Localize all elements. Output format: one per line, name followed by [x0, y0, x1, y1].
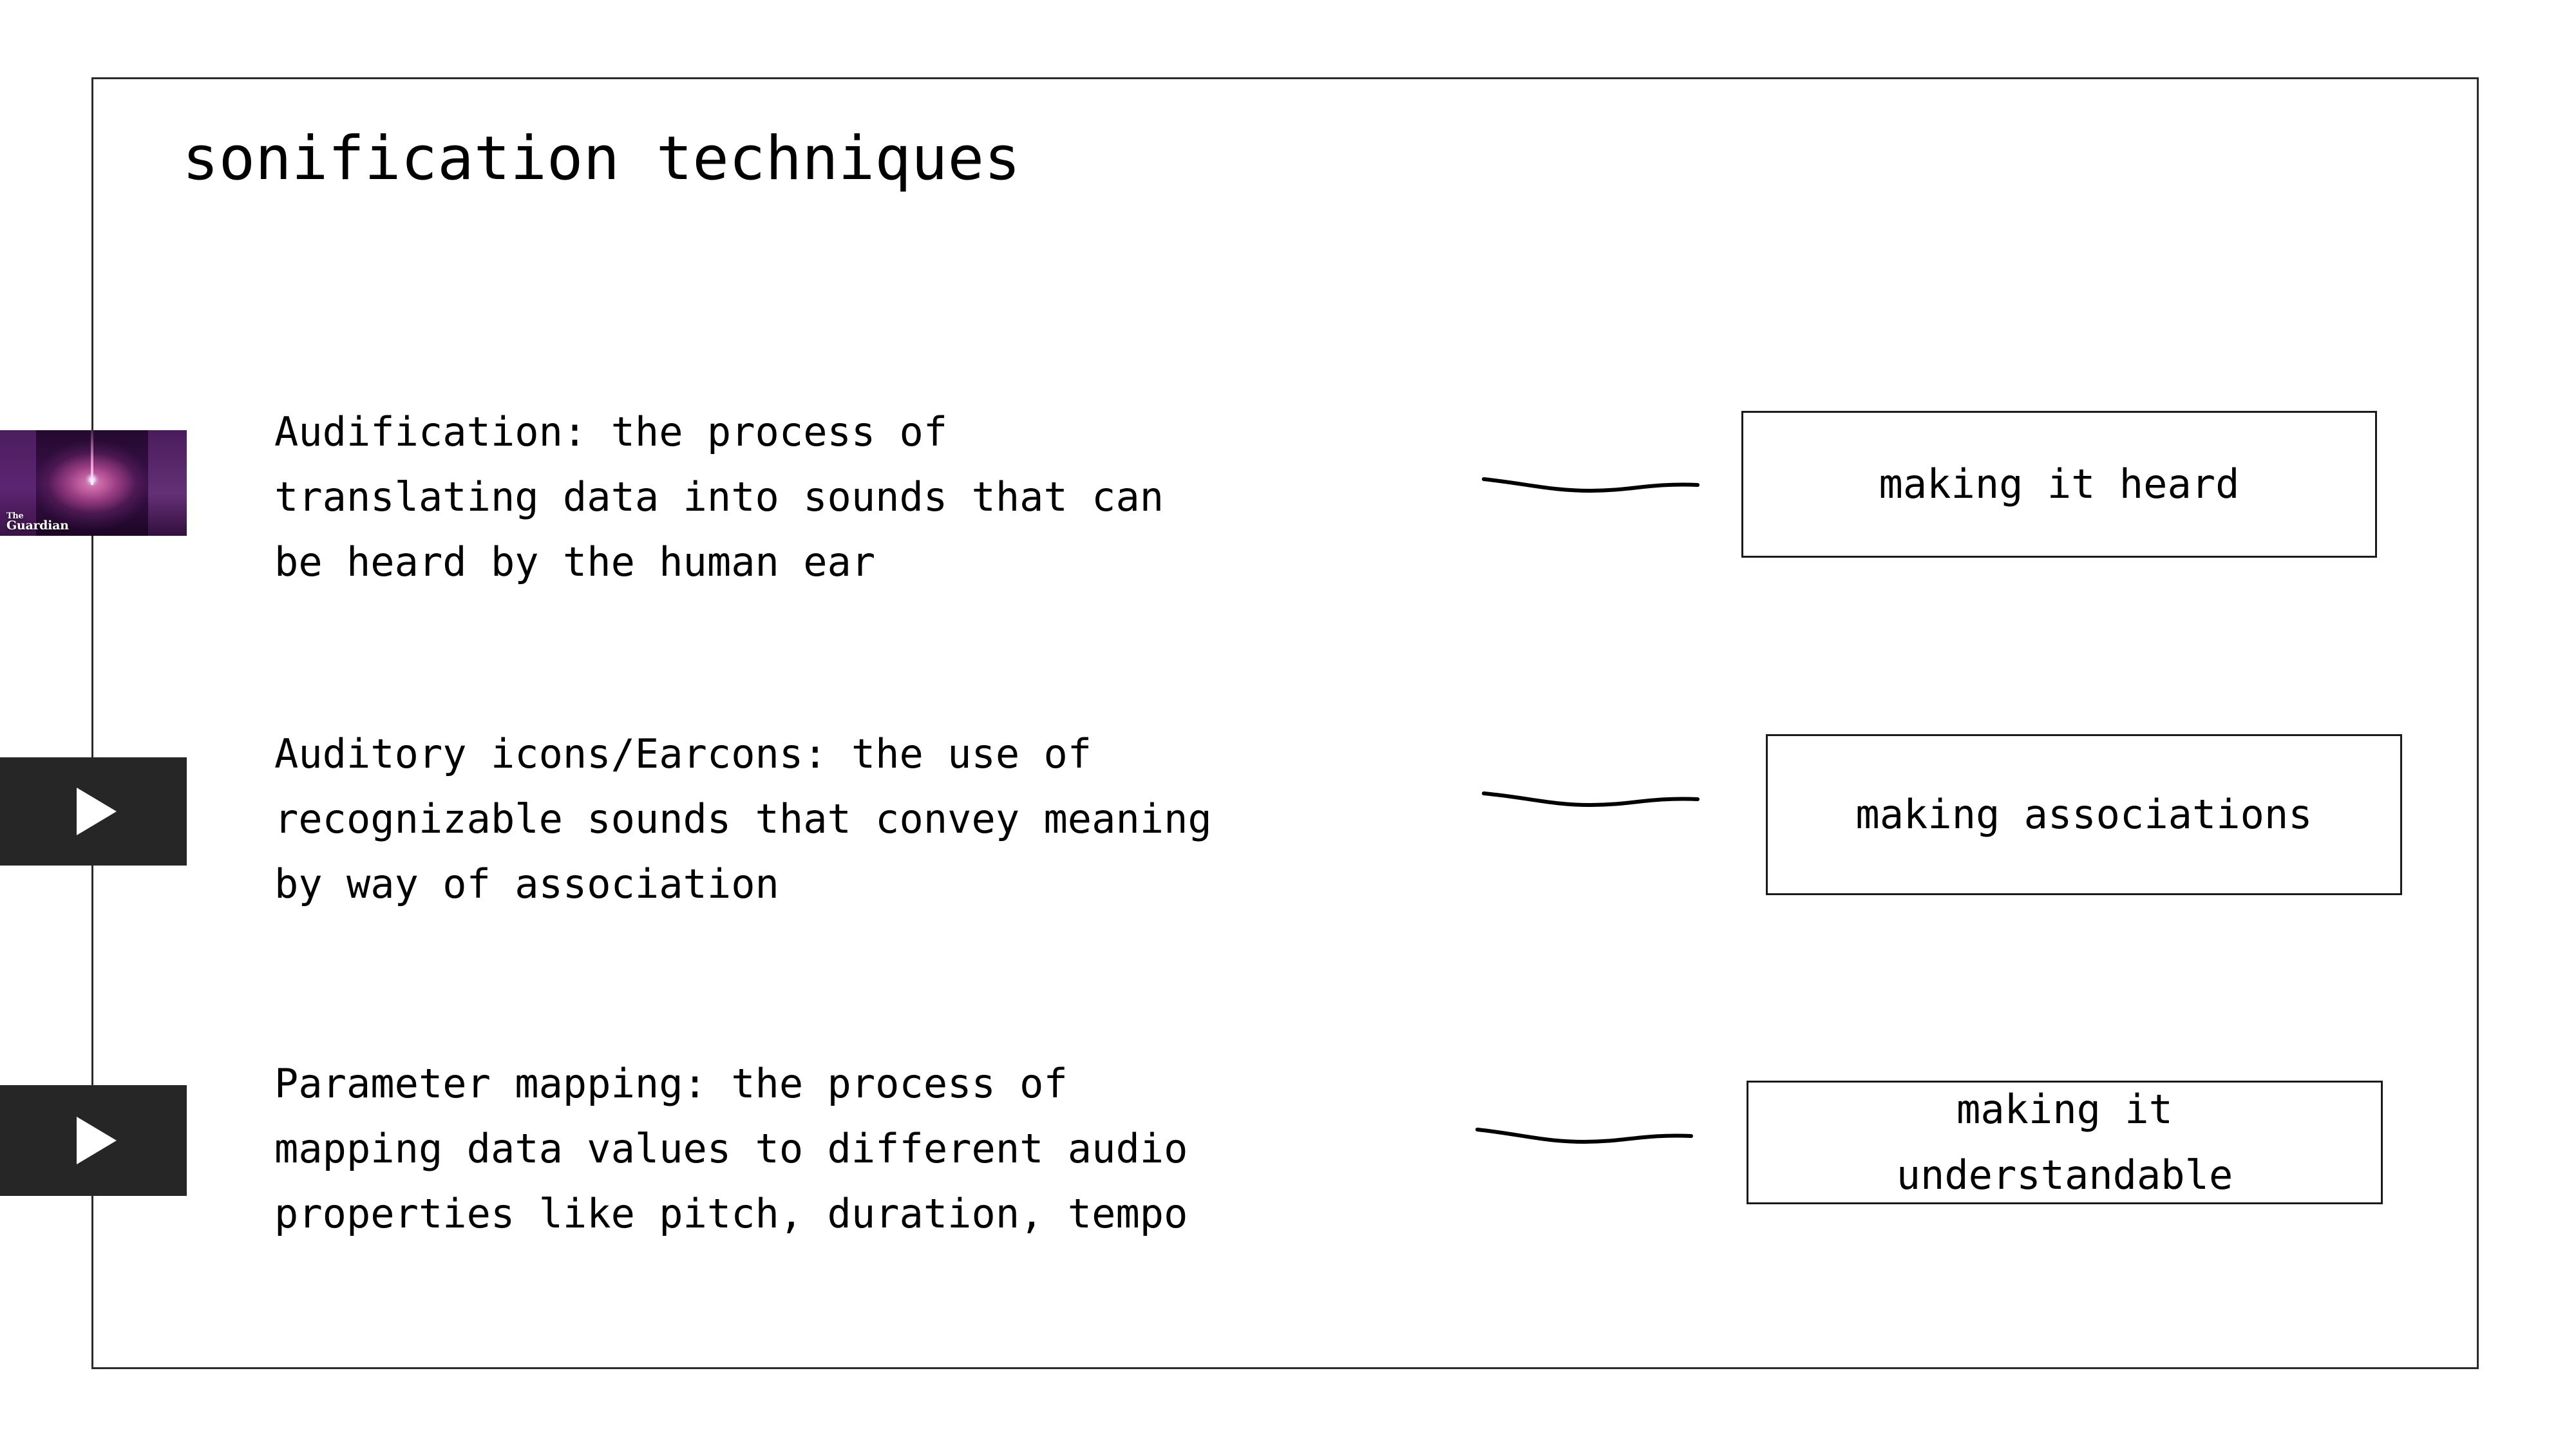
image-band-left: [0, 430, 36, 536]
guardian-logo-line1: The: [6, 511, 24, 521]
video-player-1[interactable]: [0, 757, 187, 866]
technique-row: Auditory icons/Earcons: the use of recog…: [0, 721, 2576, 927]
technique-description: Auditory icons/Earcons: the use of recog…: [274, 730, 1212, 907]
technique-description: Audification: the process of translating…: [274, 408, 1164, 585]
play-icon[interactable]: [77, 1117, 117, 1164]
callout-text: making associations: [1855, 791, 2313, 838]
jet-beam-icon: [91, 430, 93, 486]
technique-row: Audification: the process of translating…: [0, 399, 2576, 605]
page-title: sonification techniques: [182, 124, 1021, 194]
callout-box: making it heard: [1741, 411, 2377, 558]
video-player-2[interactable]: [0, 1085, 187, 1196]
wavy-connector-icon: [1481, 457, 1700, 502]
wavy-connector-icon: [1481, 773, 1700, 818]
image-band-right: [148, 430, 187, 536]
guardian-logo: The Guardian: [6, 511, 69, 533]
wavy-connector-icon: [1475, 1109, 1694, 1154]
technique-description: Parameter mapping: the process of mappin…: [274, 1060, 1188, 1237]
cosmic-black-hole-image: [36, 430, 148, 536]
technique-row: Parameter mapping: the process of mappin…: [0, 1051, 2576, 1257]
callout-text: making it heard: [1879, 460, 2240, 507]
guardian-image-thumbnail[interactable]: The Guardian: [0, 430, 187, 536]
callout-box: making it understandable: [1747, 1081, 2383, 1204]
guardian-logo-line2: Guardian: [6, 518, 69, 533]
callout-box: making associations: [1766, 734, 2402, 895]
play-icon[interactable]: [77, 788, 117, 835]
callout-text: making it understandable: [1896, 1086, 2233, 1198]
